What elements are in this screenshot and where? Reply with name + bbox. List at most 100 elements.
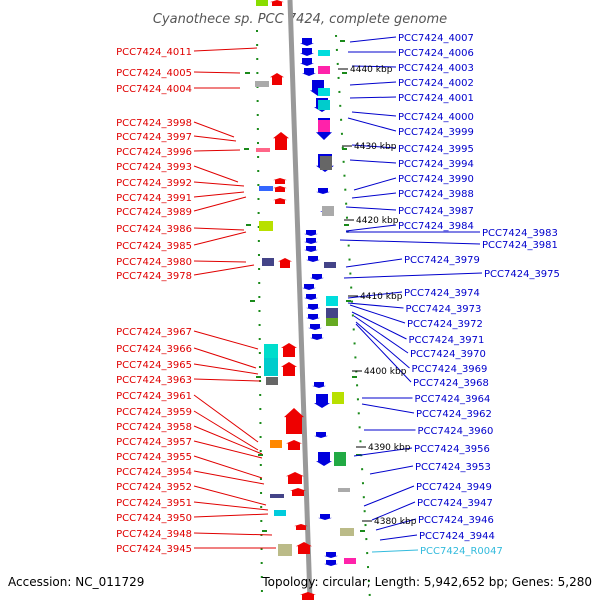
gene-label-left[interactable]: PCC7424_3954 <box>116 467 192 478</box>
gene-block[interactable] <box>318 88 330 96</box>
forward-gene-arrow[interactable] <box>296 542 312 554</box>
gene-block[interactable] <box>270 440 282 448</box>
forward-gene-arrow[interactable] <box>270 0 284 6</box>
reverse-gene-arrow[interactable] <box>302 284 316 290</box>
forward-gene-arrow[interactable] <box>286 440 302 450</box>
gene-block[interactable] <box>344 558 356 564</box>
gene-label-right[interactable]: PCC7424_3971 <box>409 335 485 346</box>
gene-block[interactable] <box>256 148 270 152</box>
gene-label-left[interactable]: PCC7424_3997 <box>116 132 192 143</box>
gene-label-left[interactable]: PCC7424_3945 <box>116 544 192 555</box>
reverse-gene-arrow[interactable] <box>316 452 332 466</box>
gene-block[interactable] <box>326 308 338 318</box>
gene-label-right[interactable]: PCC7424_3984 <box>398 221 474 232</box>
gene-label-right[interactable]: PCC7424_3979 <box>404 255 480 266</box>
reverse-gene-arrow[interactable] <box>304 246 318 252</box>
gene-label-right[interactable]: PCC7424_3981 <box>482 240 558 251</box>
gene-label-left[interactable]: PCC7424_4005 <box>116 68 192 79</box>
reverse-gene-arrow[interactable] <box>324 552 338 558</box>
reverse-gene-arrow[interactable] <box>324 560 338 566</box>
gene-label-right[interactable]: PCC7424_3969 <box>412 364 488 375</box>
gene-label-right[interactable]: PCC7424_3995 <box>398 144 474 155</box>
gene-label-right[interactable]: PCC7424_3962 <box>416 409 492 420</box>
forward-gene-arrow[interactable] <box>286 472 304 484</box>
gene-label-right[interactable]: PCC7424_4003 <box>398 63 474 74</box>
gene-block[interactable] <box>278 544 292 556</box>
forward-gene-arrow[interactable] <box>273 198 287 204</box>
gene-label-right[interactable]: PCC7424_4001 <box>398 93 474 104</box>
gene-label-left[interactable]: PCC7424_3965 <box>116 360 192 371</box>
gene-block[interactable] <box>324 262 336 268</box>
forward-gene-arrow[interactable] <box>294 524 308 530</box>
gene-label-left[interactable]: PCC7424_4004 <box>116 84 192 95</box>
gene-label-left[interactable]: PCC7424_3958 <box>116 422 192 433</box>
reverse-gene-arrow[interactable] <box>314 394 330 408</box>
gene-label-left[interactable]: PCC7424_3951 <box>116 498 192 509</box>
gene-label-left[interactable]: PCC7424_4011 <box>116 47 192 58</box>
reverse-gene-arrow[interactable] <box>306 256 320 262</box>
gene-label-right[interactable]: PCC7424_3960 <box>418 426 494 437</box>
reverse-gene-arrow[interactable] <box>300 58 314 66</box>
rna-label[interactable]: PCC7424_R0047 <box>420 546 503 557</box>
gene-block[interactable] <box>326 296 338 306</box>
gene-block[interactable] <box>274 510 286 516</box>
gene-label-right[interactable]: PCC7424_3988 <box>398 189 474 200</box>
gene-label-left[interactable]: PCC7424_3961 <box>116 391 192 402</box>
gene-label-left[interactable]: PCC7424_3993 <box>116 162 192 173</box>
gene-block[interactable] <box>334 452 346 466</box>
gene-label-right[interactable]: PCC7424_3946 <box>418 515 494 526</box>
reverse-gene-arrow[interactable] <box>316 188 330 194</box>
reverse-gene-arrow[interactable] <box>306 314 320 320</box>
gene-block[interactable] <box>318 50 330 56</box>
gene-label-left[interactable]: PCC7424_3967 <box>116 327 192 338</box>
gene-block[interactable] <box>322 206 334 216</box>
forward-gene-arrow[interactable] <box>281 343 297 357</box>
gene-label-right[interactable]: PCC7424_3949 <box>416 482 492 493</box>
reverse-gene-arrow[interactable] <box>306 304 320 310</box>
gene-block[interactable] <box>259 221 273 231</box>
forward-gene-arrow[interactable] <box>270 73 284 85</box>
reverse-gene-arrow[interactable] <box>302 68 316 76</box>
forward-gene-arrow[interactable] <box>278 258 292 268</box>
gene-label-right[interactable]: PCC7424_4000 <box>398 112 474 123</box>
gene-label-right[interactable]: PCC7424_3975 <box>484 269 560 280</box>
gene-block[interactable] <box>332 392 344 404</box>
gene-label-right[interactable]: PCC7424_4006 <box>398 48 474 59</box>
gene-label-left[interactable]: PCC7424_3966 <box>116 344 192 355</box>
gene-block[interactable] <box>255 81 269 87</box>
reverse-gene-arrow[interactable] <box>308 324 322 330</box>
forward-gene-arrow[interactable] <box>284 408 304 434</box>
gene-label-left[interactable]: PCC7424_3991 <box>116 193 192 204</box>
gene-label-left[interactable]: PCC7424_3963 <box>116 375 192 386</box>
gene-label-left[interactable]: PCC7424_3998 <box>116 118 192 129</box>
gene-label-right[interactable]: PCC7424_3968 <box>413 378 489 389</box>
gene-label-right[interactable]: PCC7424_3964 <box>415 394 491 405</box>
reverse-gene-arrow[interactable] <box>312 382 326 388</box>
reverse-gene-arrow[interactable] <box>304 230 318 236</box>
gene-label-left[interactable]: PCC7424_3950 <box>116 513 192 524</box>
gene-block[interactable] <box>318 66 330 74</box>
reverse-gene-arrow[interactable] <box>314 432 328 438</box>
gene-block[interactable] <box>264 344 278 362</box>
forward-gene-arrow[interactable] <box>273 132 289 150</box>
forward-gene-arrow[interactable] <box>273 178 287 184</box>
gene-block[interactable] <box>270 494 284 498</box>
forward-gene-arrow[interactable] <box>300 592 316 600</box>
gene-label-left[interactable]: PCC7424_3996 <box>116 147 192 158</box>
gene-label-left[interactable]: PCC7424_3955 <box>116 452 192 463</box>
gene-label-left[interactable]: PCC7424_3957 <box>116 437 192 448</box>
gene-label-left[interactable]: PCC7424_3989 <box>116 207 192 218</box>
gene-label-right[interactable]: PCC7424_3944 <box>419 531 495 542</box>
gene-label-right[interactable]: PCC7424_3973 <box>406 304 482 315</box>
gene-label-right[interactable]: PCC7424_3994 <box>398 159 474 170</box>
gene-label-left[interactable]: PCC7424_3985 <box>116 241 192 252</box>
gene-label-right[interactable]: PCC7424_3990 <box>398 174 474 185</box>
gene-label-right[interactable]: PCC7424_3983 <box>482 228 558 239</box>
reverse-gene-arrow[interactable] <box>310 274 324 280</box>
gene-label-right[interactable]: PCC7424_4002 <box>398 78 474 89</box>
gene-block[interactable] <box>318 120 330 132</box>
gene-label-right[interactable]: PCC7424_3987 <box>398 206 474 217</box>
gene-block[interactable] <box>338 488 350 492</box>
gene-label-left[interactable]: PCC7424_3980 <box>116 257 192 268</box>
gene-label-left[interactable]: PCC7424_3978 <box>116 271 192 282</box>
